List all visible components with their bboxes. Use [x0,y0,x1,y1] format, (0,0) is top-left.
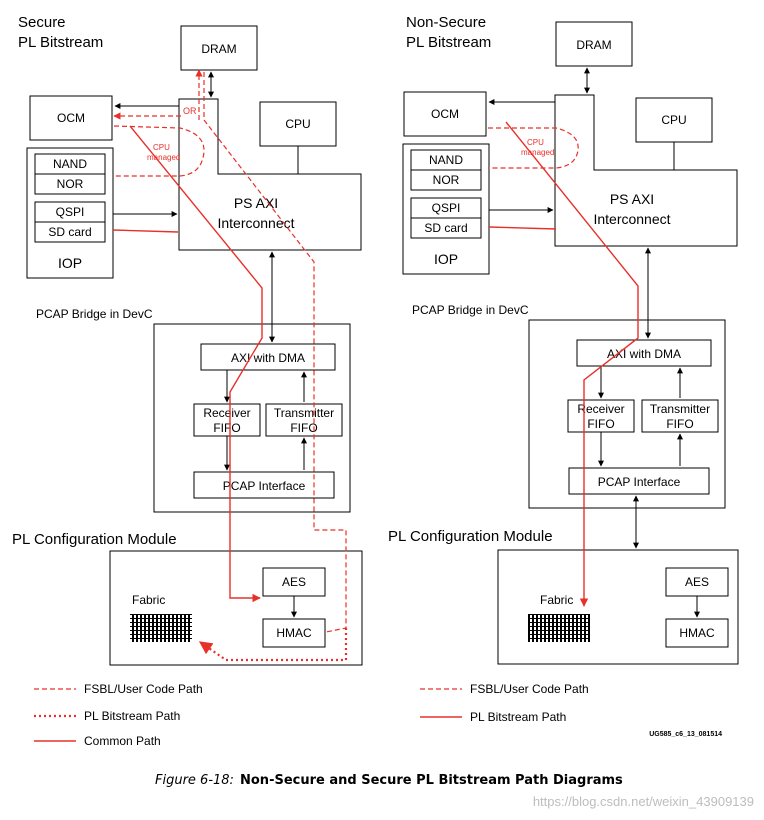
secure-dram-label: DRAM [201,42,236,56]
nonsecure-rx-fifo-box [567,399,635,433]
secure-fabric-label: Fabric [132,593,165,607]
nonsecure-axi-dma-label: AXI with DMA [607,347,681,361]
secure-iop-item-nor: NOR [57,177,84,191]
secure-pcap-interface-box [193,471,335,499]
nonsecure-iop-item-nor: NOR [433,173,460,187]
nonsecure-cpu-managed-line1: CPU [527,138,544,147]
secure-title-line2: PL Bitstream [18,34,103,51]
secure-iop-item-nand: NAND [53,157,87,171]
nonsecure-pcap-bridge-label: PCAP Bridge in DevC [412,303,529,317]
nonsecure-axi-dma-box [576,339,712,367]
secure-iop-sdcard [34,221,106,243]
secure-legend-pl: PL Bitstream Path [84,709,180,723]
secure-iop-label: IOP [58,255,82,271]
secure-cpu-box [259,101,337,147]
nonsecure-hmac-label: HMAC [679,626,715,640]
secure-cpu-managed-line1: CPU [153,143,170,152]
nonsecure-title-line1: Non-Secure [406,14,486,31]
nonsecure-pl-sd-path [488,226,557,230]
secure-tx-fifo-box [265,403,343,437]
secure-ocm-label: OCM [57,111,85,125]
secure-ps-axi-line2: Interconnect [217,215,294,231]
nonsecure-dram-label: DRAM [576,38,611,52]
secure-common-sd-path [112,229,179,233]
secure-legend-common: Common Path [84,734,161,748]
secure-cpu-managed-line2: managed [147,153,180,162]
watermark: https://blog.csdn.net/weixin_43909139 [533,794,754,809]
nonsecure-legend-pl: PL Bitstream Path [470,710,566,724]
secure-or-label: OR [183,106,197,116]
secure-cpu-managed-loop [113,125,205,177]
secure-pcap-bridge-label: PCAP Bridge in DevC [36,307,153,321]
nonsecure-ps-axi-line2: Interconnect [593,211,670,227]
secure-common-main-path [129,125,263,603]
nonsecure-rx-line2: FIFO [587,417,614,431]
nonsecure-pcap-interface-box [568,467,710,495]
nonsecure-diagram: Non-Secure PL Bitstream DRAM OCM CPU PS … [388,14,739,724]
caption-number: Figure 6-18: [155,773,234,788]
secure-hmac-box [262,618,326,648]
nonsecure-dram-box [555,21,633,67]
secure-fabric-icon [130,614,192,642]
nonsecure-rx-line1: Receiver [577,402,624,416]
nonsecure-ps-axi-box [554,94,738,247]
nonsecure-tx-line2: FIFO [666,417,693,431]
nonsecure-fabric-label: Fabric [540,593,573,607]
nonsecure-iop-item-sdcard: SD card [424,221,467,235]
nonsecure-cpu-managed-line2: managed [521,148,554,157]
secure-ps-axi-box [178,98,362,251]
secure-aes-label: AES [282,575,306,589]
secure-dram-box [180,25,258,71]
secure-hmac-label: HMAC [276,626,312,640]
secure-ps-axi-line1: PS AXI [234,195,278,211]
nonsecure-iop-label: IOP [434,251,458,267]
secure-iop-nor [34,173,106,195]
secure-pl-bitstream-path [198,628,348,662]
secure-ocm-box [29,95,113,141]
secure-title-line1: Secure [18,14,66,31]
secure-aes-box [262,567,326,597]
secure-pcap-interface-label: PCAP Interface [223,479,306,493]
nonsecure-ps-axi-line1: PS AXI [610,191,654,207]
nonsecure-title-line2: PL Bitstream [406,34,491,51]
nonsecure-pl-config-label: PL Configuration Module [388,528,553,545]
nonsecure-iop-sdcard [410,217,482,239]
nonsecure-cpu-box [635,97,713,143]
secure-rx-line1: Receiver [203,406,250,420]
secure-iop-item-qspi: QSPI [56,205,85,219]
secure-tx-line1: Transmitter [274,406,334,420]
figure-id: UG585_c6_13_081514 [649,731,722,738]
caption-title: Non-Secure and Secure PL Bitstream Path … [240,773,623,788]
nonsecure-aes-label: AES [685,575,709,589]
nonsecure-legend-fsbl: FSBL/User Code Path [470,682,589,696]
nonsecure-tx-line1: Transmitter [650,402,710,416]
secure-axi-dma-label: AXI with DMA [231,351,305,365]
nonsecure-cpu-label: CPU [661,113,686,127]
nonsecure-pcap-interface-label: PCAP Interface [598,475,681,489]
secure-cpu-label: CPU [285,117,310,131]
nonsecure-ocm-box [403,91,487,137]
secure-tx-line2: FIFO [290,421,317,435]
secure-rx-fifo-box [193,403,261,437]
secure-legend-fsbl: FSBL/User Code Path [84,682,203,696]
secure-diagram: Secure PL Bitstream DRAM OCM CPU PS AXI … [12,14,363,748]
nonsecure-iop-item-qspi: QSPI [432,201,461,215]
nonsecure-tx-fifo-box [641,399,719,433]
nonsecure-fabric-icon [528,614,590,642]
nonsecure-iop-item-nand: NAND [429,153,463,167]
secure-axi-dma-box [200,343,336,371]
secure-iop-item-sdcard: SD card [48,225,91,239]
secure-pl-config-label: PL Configuration Module [12,531,177,548]
nonsecure-pl-main-path [505,121,639,607]
secure-rx-line2: FIFO [213,421,240,435]
nonsecure-hmac-box [665,618,729,648]
nonsecure-iop-nor [410,169,482,191]
nonsecure-ocm-label: OCM [431,107,459,121]
